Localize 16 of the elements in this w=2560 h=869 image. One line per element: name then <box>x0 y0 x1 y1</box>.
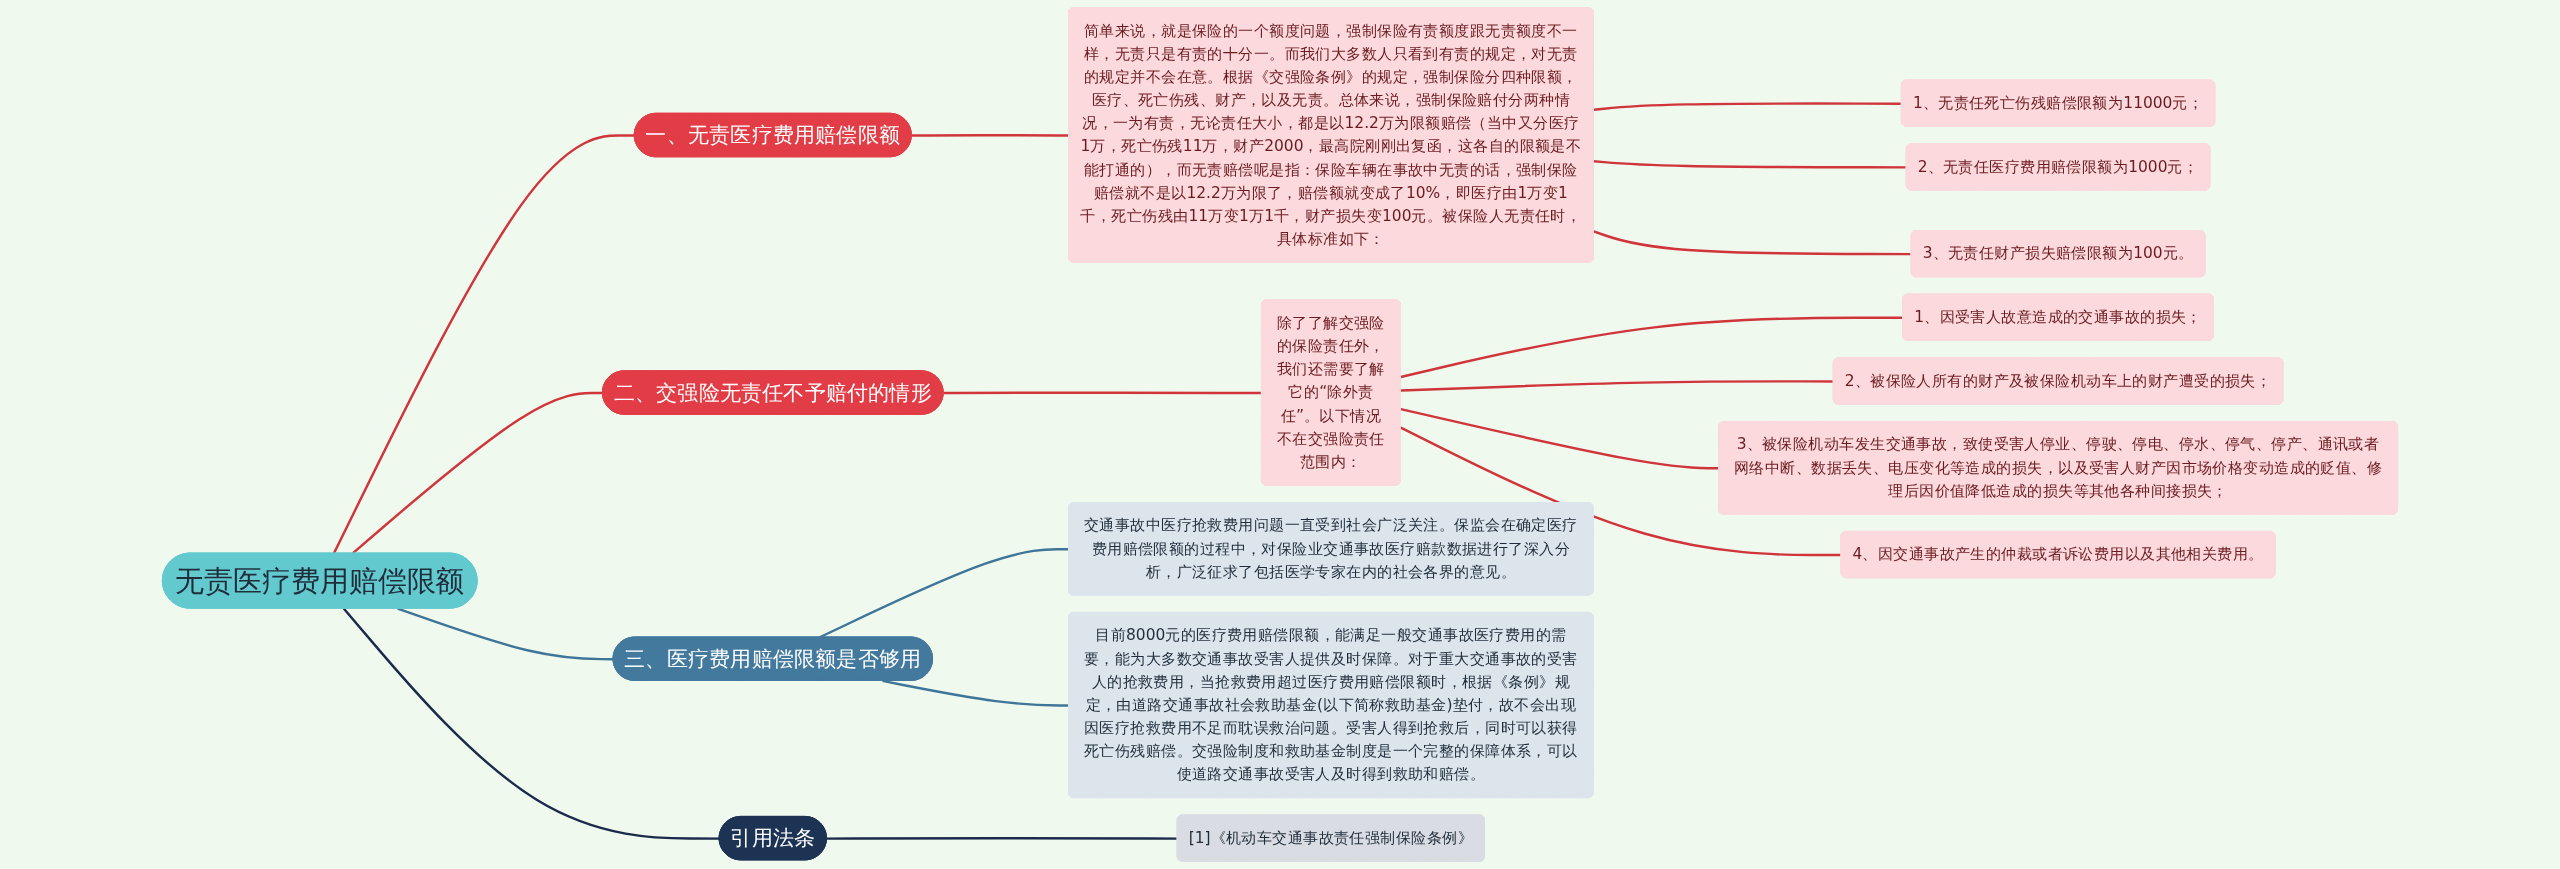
connector <box>826 837 1178 840</box>
connector <box>1400 380 1834 392</box>
connector <box>342 607 720 840</box>
connector <box>1593 102 1902 111</box>
connector <box>351 391 603 555</box>
connector <box>911 134 1069 137</box>
connector <box>332 134 635 555</box>
connector <box>1400 426 1842 557</box>
connector <box>943 391 1262 395</box>
connector <box>818 548 1069 639</box>
connector <box>1593 160 1907 169</box>
connector <box>1400 316 1904 379</box>
connector <box>1400 407 1720 470</box>
connector <box>882 679 1069 707</box>
connector <box>1593 230 1912 256</box>
connector <box>397 607 614 661</box>
